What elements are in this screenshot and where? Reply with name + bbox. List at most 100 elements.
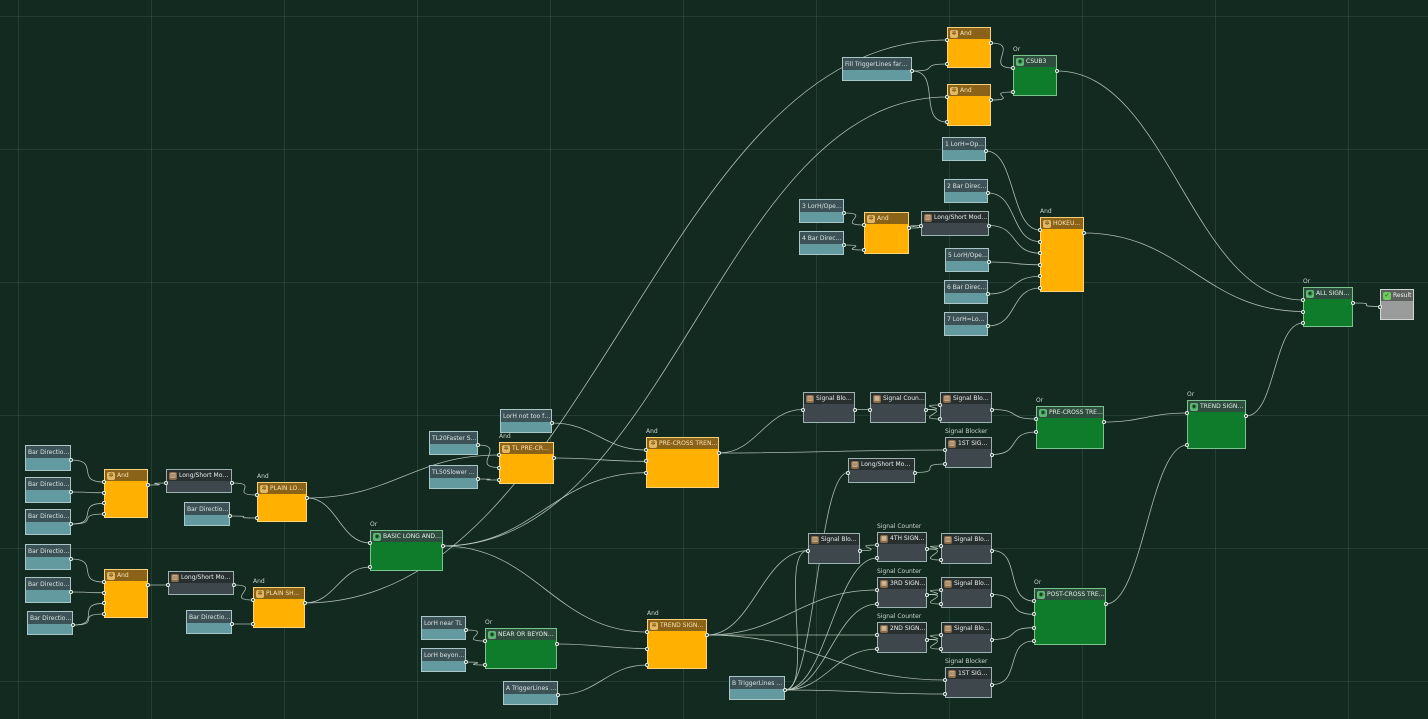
connector-port[interactable] bbox=[846, 470, 850, 475]
connector-port[interactable] bbox=[1102, 420, 1106, 424]
connector-port[interactable] bbox=[989, 41, 993, 45]
connector-port[interactable] bbox=[228, 514, 232, 518]
connector-port[interactable] bbox=[1185, 443, 1189, 447]
connector-port[interactable] bbox=[939, 544, 943, 548]
connector-port[interactable] bbox=[910, 69, 914, 73]
connector-port[interactable] bbox=[945, 62, 949, 66]
connector-port[interactable] bbox=[146, 583, 150, 587]
connector-port[interactable] bbox=[705, 633, 709, 637]
bd5-node[interactable]: Bar Direction... bbox=[25, 577, 71, 603]
bd1-node[interactable]: Bar Direction... bbox=[25, 445, 71, 471]
all-signals-node[interactable]: ◉ALL SIGNALS bbox=[1303, 287, 1353, 327]
connector-port[interactable] bbox=[939, 558, 943, 562]
connector-port[interactable] bbox=[1185, 411, 1189, 415]
connector-port[interactable] bbox=[875, 543, 879, 547]
near-or-node[interactable]: ◉NEAR OR BEYOND... bbox=[485, 628, 557, 669]
bd4b-node[interactable]: 4 Bar Directi... bbox=[799, 231, 844, 255]
bdl-node[interactable]: Bar Direction L bbox=[184, 502, 230, 526]
connector-port[interactable] bbox=[644, 459, 648, 464]
and-mid-node[interactable]: ✲And bbox=[864, 212, 909, 254]
connector-port[interactable] bbox=[644, 448, 648, 452]
connector-port[interactable] bbox=[875, 556, 879, 560]
connector-port[interactable] bbox=[1351, 301, 1355, 305]
lorh5-node[interactable]: 5 LorH/Open2 bbox=[945, 248, 989, 272]
csub-node[interactable]: ◉CSUB3 bbox=[1013, 55, 1057, 96]
connector-port[interactable] bbox=[990, 682, 994, 687]
connector-port[interactable] bbox=[1011, 90, 1015, 94]
mod-mid-node[interactable]: ▥Long/Short Modifier bbox=[848, 458, 915, 483]
connector-port[interactable] bbox=[806, 548, 810, 553]
connector-port[interactable] bbox=[1032, 599, 1036, 603]
connector-port[interactable] bbox=[939, 588, 943, 592]
plain-short-node[interactable]: ✲PLAIN SHORT bbox=[253, 587, 305, 628]
sb-a-node[interactable]: ▥Signal Blocker bbox=[803, 392, 855, 423]
connector-port[interactable] bbox=[1032, 639, 1036, 643]
connector-port[interactable] bbox=[441, 544, 445, 548]
connector-port[interactable] bbox=[146, 483, 150, 487]
connector-port[interactable] bbox=[1038, 262, 1042, 267]
connector-port[interactable] bbox=[102, 580, 106, 584]
sig4-node[interactable]: ▦4TH SIGNAL bbox=[877, 532, 927, 562]
connector-port[interactable] bbox=[102, 590, 106, 595]
sb-c-node[interactable]: ▥Signal Blocker bbox=[808, 533, 860, 564]
connector-port[interactable] bbox=[938, 403, 942, 407]
connector-port[interactable] bbox=[69, 590, 73, 594]
connector-port[interactable] bbox=[1034, 417, 1038, 421]
connector-port[interactable] bbox=[1038, 239, 1042, 244]
connector-port[interactable] bbox=[875, 602, 879, 606]
connector-port[interactable] bbox=[497, 478, 501, 482]
sb-e-node[interactable]: ▥Signal Blocker bbox=[941, 577, 992, 608]
connector-port[interactable] bbox=[230, 622, 234, 626]
connector-port[interactable] bbox=[842, 211, 846, 215]
result-node[interactable]: ✓Result bbox=[1380, 289, 1414, 320]
connector-port[interactable] bbox=[842, 243, 846, 247]
connector-port[interactable] bbox=[853, 407, 857, 412]
connector-port[interactable] bbox=[255, 516, 259, 520]
lorh1-node[interactable]: 1 LorH=Open bbox=[942, 137, 986, 161]
connector-port[interactable] bbox=[1301, 298, 1305, 302]
connector-port[interactable] bbox=[1038, 286, 1042, 290]
connector-port[interactable] bbox=[552, 456, 556, 460]
connector-port[interactable] bbox=[984, 149, 988, 153]
connector-port[interactable] bbox=[1032, 612, 1036, 617]
connector-port[interactable] bbox=[69, 522, 73, 526]
connector-port[interactable] bbox=[368, 541, 372, 545]
connector-port[interactable] bbox=[255, 493, 259, 497]
a-trig-node[interactable]: A TriggerLines Co... bbox=[503, 681, 558, 705]
trend-and-node[interactable]: ✲TREND SIGNALS bbox=[647, 619, 707, 669]
connector-port[interactable] bbox=[1038, 251, 1042, 256]
connector-port[interactable] bbox=[862, 223, 866, 227]
tl20-node[interactable]: TL20Faster Slope bbox=[429, 431, 478, 455]
connector-port[interactable] bbox=[102, 501, 106, 506]
connector-port[interactable] bbox=[230, 481, 234, 485]
and-t2-node[interactable]: ✲And bbox=[947, 84, 991, 126]
connector-port[interactable] bbox=[990, 592, 994, 597]
sig3-node[interactable]: ▦3RD SIGNAL bbox=[877, 577, 927, 608]
connector-port[interactable] bbox=[989, 98, 993, 102]
connector-port[interactable] bbox=[464, 628, 468, 632]
connector-port[interactable] bbox=[1038, 274, 1042, 279]
pre-trend-or-node[interactable]: ◉PRE-CROSS TREND bbox=[1036, 406, 1104, 449]
lorh-near-node[interactable]: LorH near TL bbox=[421, 616, 466, 640]
pre-trend-and-node[interactable]: ✲PRE-CROSS TREND... bbox=[646, 437, 719, 488]
connector-port[interactable] bbox=[862, 248, 866, 252]
connector-port[interactable] bbox=[69, 557, 73, 561]
connector-port[interactable] bbox=[943, 462, 947, 466]
connector-port[interactable] bbox=[497, 453, 501, 457]
connector-port[interactable] bbox=[990, 452, 994, 457]
bd2b-node[interactable]: 2 Bar Direct... bbox=[944, 179, 988, 203]
connector-port[interactable] bbox=[305, 496, 309, 500]
connector-port[interactable] bbox=[1055, 69, 1059, 73]
connector-port[interactable] bbox=[251, 622, 255, 626]
connector-port[interactable] bbox=[102, 512, 106, 516]
mod-top-node[interactable]: ▥Long/Short Modifier bbox=[921, 211, 989, 236]
bd6b-node[interactable]: 6 Bar Direct... bbox=[944, 280, 988, 304]
tl-pre-node[interactable]: ✲TL PRE-CROSS bbox=[499, 442, 554, 484]
connector-port[interactable] bbox=[990, 548, 994, 553]
connector-port[interactable] bbox=[939, 602, 943, 606]
mod-l-node[interactable]: ▥Long/Short Modifier bbox=[166, 469, 232, 493]
connector-port[interactable] bbox=[645, 646, 649, 651]
connector-port[interactable] bbox=[476, 477, 480, 481]
connector-port[interactable] bbox=[938, 417, 942, 421]
connector-port[interactable] bbox=[644, 470, 648, 475]
